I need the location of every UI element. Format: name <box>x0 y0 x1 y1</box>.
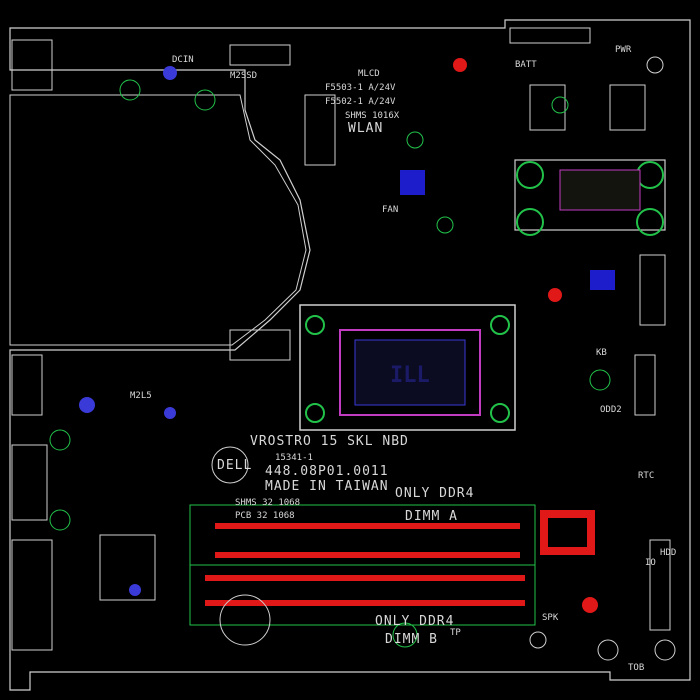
label-batt: BATT <box>515 60 537 70</box>
label-vendor2: 15341-1 <box>275 453 313 463</box>
label-io: IO <box>645 558 656 568</box>
label-pwr: PWR <box>615 45 632 55</box>
label-dcin: DCIN <box>172 55 194 65</box>
label-wlan: WLAN <box>348 121 383 136</box>
ec-chip <box>540 510 595 555</box>
label-m2ssd: M2SSD <box>230 71 257 81</box>
label-ddr-b1: ONLY DDR4 <box>375 614 454 629</box>
label-spk: SPK <box>542 613 559 623</box>
label-m2l5: M2L5 <box>130 391 152 401</box>
label-wlan-note2: F5502-1 A/24V <box>325 97 396 107</box>
left-connectors <box>11 39 53 651</box>
silkscreen-labels: DCIN M2SSD MLCD F5503-1 A/24V F5502-1 A/… <box>130 45 676 673</box>
label-wlan-note3: SHMS 1016X <box>345 111 400 121</box>
label-hdd: HDD <box>660 548 676 558</box>
label-rtc: RTC <box>638 471 654 481</box>
label-vendor1: VROSTRO 15 SKL NBD <box>250 434 409 449</box>
label-ddr-a1: ONLY DDR4 <box>395 486 474 501</box>
label-dimm-note2: PCB 32 1068 <box>235 511 295 521</box>
dimm-slots <box>189 504 536 626</box>
board-outline <box>9 19 691 691</box>
battery-cutout <box>9 94 307 346</box>
label-brand: DELL <box>217 458 252 473</box>
label-tp: TP <box>450 628 461 638</box>
label-made-in: MADE IN TAIWAN <box>265 479 389 494</box>
label-dimm-note1: SHMS 32 1068 <box>235 498 300 508</box>
cpu-mark: ILL <box>390 363 430 388</box>
label-tob: TOB <box>628 663 644 673</box>
label-ddr-b2: DIMM B <box>385 632 438 647</box>
label-vendor3: 448.08P01.0011 <box>265 464 389 479</box>
label-fan: FAN <box>382 205 398 215</box>
components <box>49 27 676 661</box>
pch-area <box>514 159 666 236</box>
cpu-socket: ILL <box>299 304 516 431</box>
label-wlan-note1: F5503-1 A/24V <box>325 83 396 93</box>
label-ddr-a2: DIMM A <box>405 509 458 524</box>
label-mlcd: MLCD <box>358 69 380 79</box>
label-kb: KB <box>596 348 607 358</box>
label-odd: ODD2 <box>600 405 622 415</box>
